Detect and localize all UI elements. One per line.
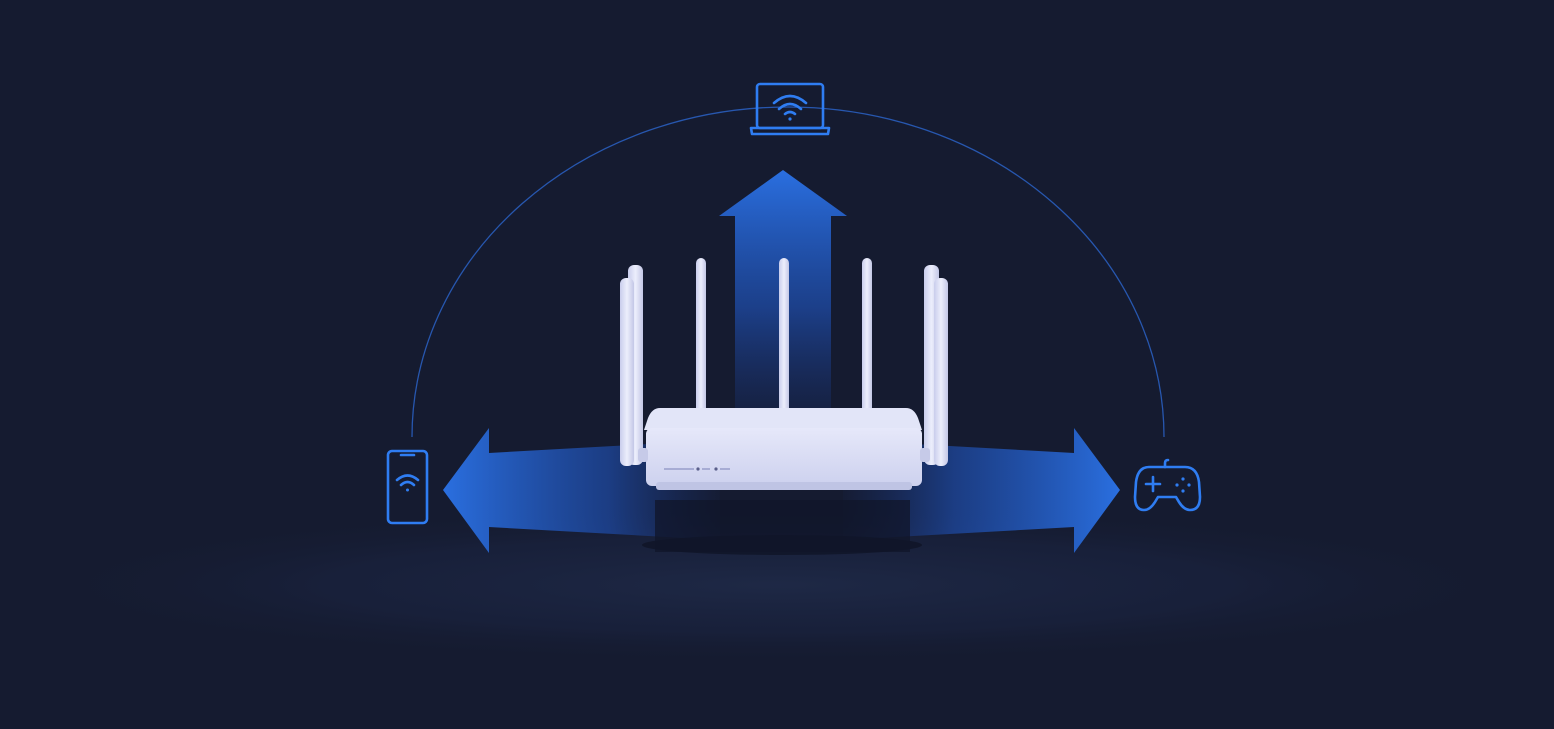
router [620,258,948,490]
antenna-joint [638,448,648,462]
router-antenna [779,258,789,418]
laptop-wifi-icon [749,82,831,136]
coverage-arc [411,106,1165,438]
router-base [656,482,912,490]
router-antenna [620,278,634,466]
router-antenna [862,258,872,418]
router-status-strip [720,468,730,470]
smartphone-wifi-icon [386,449,429,525]
router-body-front [646,428,922,486]
router-status-light [714,467,718,471]
antenna-joint [920,448,930,462]
router-status-strip [664,468,694,470]
gamepad-icon [1133,458,1202,512]
router-antenna [934,278,948,466]
router-body-top [644,408,922,430]
router-status-strip [702,468,710,470]
floor-glow [17,505,1537,665]
router-status-light [696,467,700,471]
router-stand-shadow [655,500,910,552]
router-antenna [696,258,706,418]
